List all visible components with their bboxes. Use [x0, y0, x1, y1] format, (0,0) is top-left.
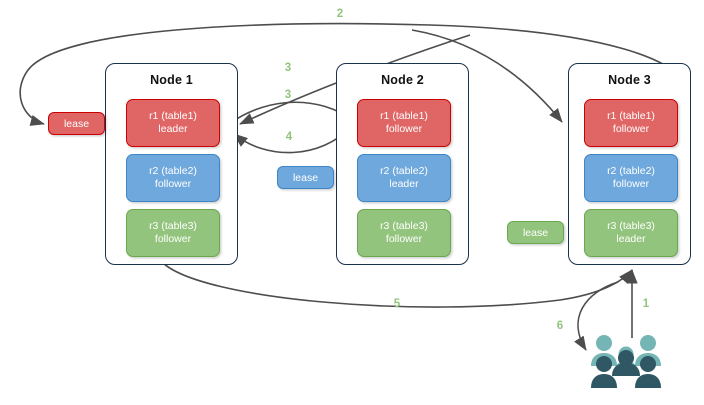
replica-n1-r3-line1: r3 (table3)	[149, 220, 197, 232]
edge-label-1: 1	[642, 298, 650, 310]
replica-n1-r2[interactable]: r2 (table2) follower	[126, 154, 220, 202]
edge-to-node3-r1	[411, 29, 563, 123]
lease-badge-blue[interactable]: lease	[277, 166, 334, 189]
replica-n3-r3[interactable]: r3 (table3) leader	[584, 209, 678, 257]
replica-n1-r1-line2: leader	[158, 123, 188, 135]
edge-6-node3-to-client	[574, 281, 619, 351]
edge-label-6: 6	[556, 320, 564, 332]
replica-n3-r1-line1: r1 (table1)	[607, 110, 655, 122]
replica-n2-r3[interactable]: r3 (table3) follower	[357, 209, 451, 257]
client-users-group[interactable]	[590, 332, 662, 390]
replica-n2-r1-line1: r1 (table1)	[380, 110, 428, 122]
edge-label-4: 4	[285, 131, 293, 143]
replica-n1-r2-line2: follower	[154, 178, 192, 190]
replica-n2-r2-line1: r2 (table2)	[380, 165, 428, 177]
lease-badge-red-label: lease	[63, 117, 90, 130]
lease-badge-blue-label: lease	[292, 171, 319, 184]
node-2-container[interactable]: Node 2 r1 (table1) follower r2 (table2) …	[336, 63, 469, 265]
edge-5-node1-to-node3	[161, 261, 633, 308]
replica-n3-r3-line1: r3 (table3)	[607, 220, 655, 232]
node-1-title: Node 1	[150, 73, 193, 87]
replica-n2-r2[interactable]: r2 (table2) leader	[357, 154, 451, 202]
replica-n2-r3-line1: r3 (table3)	[380, 220, 428, 232]
replica-n3-r2-line1: r2 (table2)	[607, 165, 655, 177]
edge-label-3a: 3	[284, 62, 292, 74]
replica-n2-r3-line2: follower	[385, 233, 423, 245]
replica-n2-r1-line2: follower	[385, 123, 423, 135]
edge-2-lease-transfer	[19, 22, 691, 126]
node-3-container[interactable]: Node 3 r1 (table1) follower r2 (table2) …	[568, 63, 691, 265]
lease-badge-red[interactable]: lease	[48, 112, 105, 135]
replica-n2-r2-line2: leader	[389, 178, 419, 190]
edge-label-3b: 3	[284, 89, 292, 101]
replica-n3-r3-line2: leader	[616, 233, 646, 245]
replica-n1-r3[interactable]: r3 (table3) follower	[126, 209, 220, 257]
lease-badge-green[interactable]: lease	[507, 221, 564, 244]
edge-label-2: 2	[336, 8, 344, 20]
replica-n3-r2[interactable]: r2 (table2) follower	[584, 154, 678, 202]
replica-n1-r2-line1: r2 (table2)	[149, 165, 197, 177]
node-2-title: Node 2	[381, 73, 424, 87]
replica-n2-r1[interactable]: r1 (table1) follower	[357, 99, 451, 147]
replica-n3-r1[interactable]: r1 (table1) follower	[584, 99, 678, 147]
people-icon	[591, 335, 661, 388]
node-3-title: Node 3	[608, 73, 651, 87]
replica-n3-r2-line2: follower	[612, 178, 650, 190]
replica-n3-r1-line2: follower	[612, 123, 650, 135]
replica-n1-r1-line1: r1 (table1)	[149, 110, 197, 122]
replica-n1-r3-line2: follower	[154, 233, 192, 245]
lease-badge-green-label: lease	[522, 226, 549, 239]
edge-label-5: 5	[393, 298, 401, 310]
node-1-container[interactable]: Node 1 r1 (table1) leader r2 (table2) fo…	[105, 63, 238, 265]
replica-n1-r1[interactable]: r1 (table1) leader	[126, 99, 220, 147]
